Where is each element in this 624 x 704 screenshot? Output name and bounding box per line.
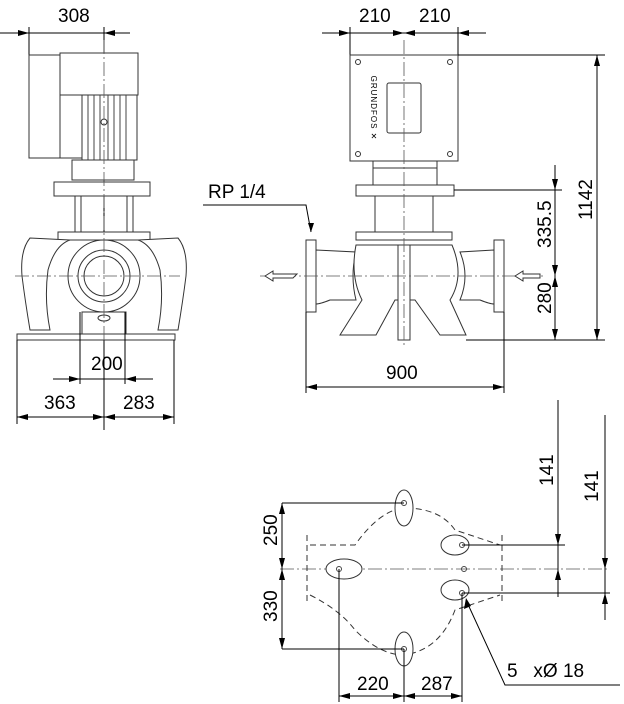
dim-210-right-label: 210 bbox=[419, 6, 451, 27]
foot-view: 250 330 220 287 141 141 5 xØ 18 bbox=[261, 400, 620, 702]
dim-220-label: 220 bbox=[357, 674, 389, 695]
dim-363-label: 363 bbox=[44, 393, 76, 414]
dim-900-label: 900 bbox=[386, 363, 418, 384]
port-rp-label: RP 1/4 bbox=[208, 182, 266, 203]
foot-hole bbox=[325, 558, 363, 580]
dim-335-5-label: 335.5 bbox=[535, 200, 556, 248]
brand-logo: GRUNDFOS ✕ bbox=[369, 76, 378, 141]
dim-210-left-label: 210 bbox=[359, 6, 391, 27]
dim-1142-label: 1142 bbox=[576, 179, 597, 220]
holes-label: 5 xØ 18 bbox=[507, 661, 584, 682]
inlet-arrow-icon bbox=[514, 270, 541, 282]
dim-283-label: 283 bbox=[123, 393, 155, 414]
motor bbox=[81, 94, 138, 161]
motor-flange bbox=[53, 181, 151, 197]
outlet-arrow-icon bbox=[264, 270, 299, 282]
front-view: 210 210 GRUNDFOS ✕ RP 1/4 900 335.5 280 bbox=[203, 6, 605, 393]
control-box bbox=[28, 54, 61, 159]
dim-141-a-label: 141 bbox=[537, 454, 558, 486]
dim-280-label: 280 bbox=[535, 282, 556, 314]
dim-250-label: 250 bbox=[261, 514, 282, 546]
side-view: 308 200 363 283 bbox=[0, 6, 187, 430]
dim-141-b-label: 141 bbox=[582, 470, 603, 502]
foot-hole bbox=[440, 579, 470, 601]
dim-287-label: 287 bbox=[421, 674, 453, 695]
dim-308-label: 308 bbox=[58, 6, 90, 27]
dim-200-label: 200 bbox=[91, 354, 123, 375]
foot-hole bbox=[394, 489, 414, 527]
dim-330-label: 330 bbox=[261, 590, 282, 622]
base bbox=[16, 333, 176, 341]
motor-flange bbox=[355, 184, 455, 197]
